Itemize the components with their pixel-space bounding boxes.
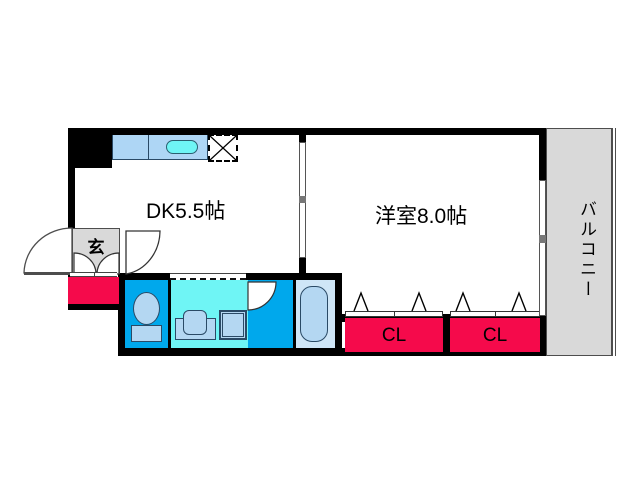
balcony-outer-rail — [612, 128, 616, 356]
washbasin-bowl-icon — [183, 310, 207, 335]
balcony-area — [546, 128, 612, 356]
closet-right-door-split — [495, 311, 496, 317]
washroom-sliding-door[interactable] — [170, 273, 246, 280]
kitchen-sink — [166, 140, 198, 154]
balcony-sliding-door[interactable] — [539, 180, 546, 316]
entrance-label: 玄 — [87, 238, 105, 257]
wall-bath-closet — [335, 273, 342, 356]
front-door-panel[interactable] — [24, 272, 74, 275]
washing-machine-inner — [222, 313, 244, 337]
kitchen-counter-divider — [148, 134, 149, 160]
shoe-cabinet-door-line — [70, 272, 117, 277]
refrigerator-space-cross-icon — [209, 135, 237, 161]
wall-top — [68, 128, 546, 135]
closet-right-folding-icon — [455, 291, 527, 312]
bathroom-door-arc-icon[interactable] — [247, 280, 294, 322]
wall-entry-bottom — [68, 303, 125, 310]
wall-wetzone-bottom — [118, 348, 342, 356]
front-door-arc-icon[interactable] — [23, 227, 74, 274]
bedroom-label: 洋室8.0帖 — [375, 205, 468, 228]
wall-dk-bedroom — [299, 128, 306, 142]
closet-right — [450, 318, 540, 352]
interior-sliding-door-handle[interactable] — [299, 196, 306, 203]
closet-right-label: CL — [482, 325, 508, 346]
closet-left — [345, 318, 443, 352]
closet-left-label: CL — [381, 325, 407, 346]
wall-wetzone-left — [118, 273, 125, 356]
wall-dk-bedroom-lower — [299, 258, 306, 280]
shoe-cabinet-door-split — [94, 272, 95, 277]
shoe-cabinet — [68, 277, 119, 304]
toilet-bowl-icon — [133, 292, 160, 325]
closet-left-door-split — [394, 311, 395, 317]
hall-door-arc-icon[interactable] — [125, 230, 174, 276]
toilet-tank-icon — [131, 325, 162, 342]
wall-left-upper — [68, 128, 75, 234]
dk-label: DK5.5帖 — [146, 200, 226, 223]
balcony-sliding-door-handle[interactable] — [539, 235, 546, 243]
closet-left-folding-icon — [353, 291, 427, 312]
balcony-label: バルコニー — [577, 200, 596, 300]
bathtub-icon — [300, 286, 328, 342]
wall-between-closets — [443, 314, 450, 356]
bedroom-floor — [312, 134, 540, 322]
